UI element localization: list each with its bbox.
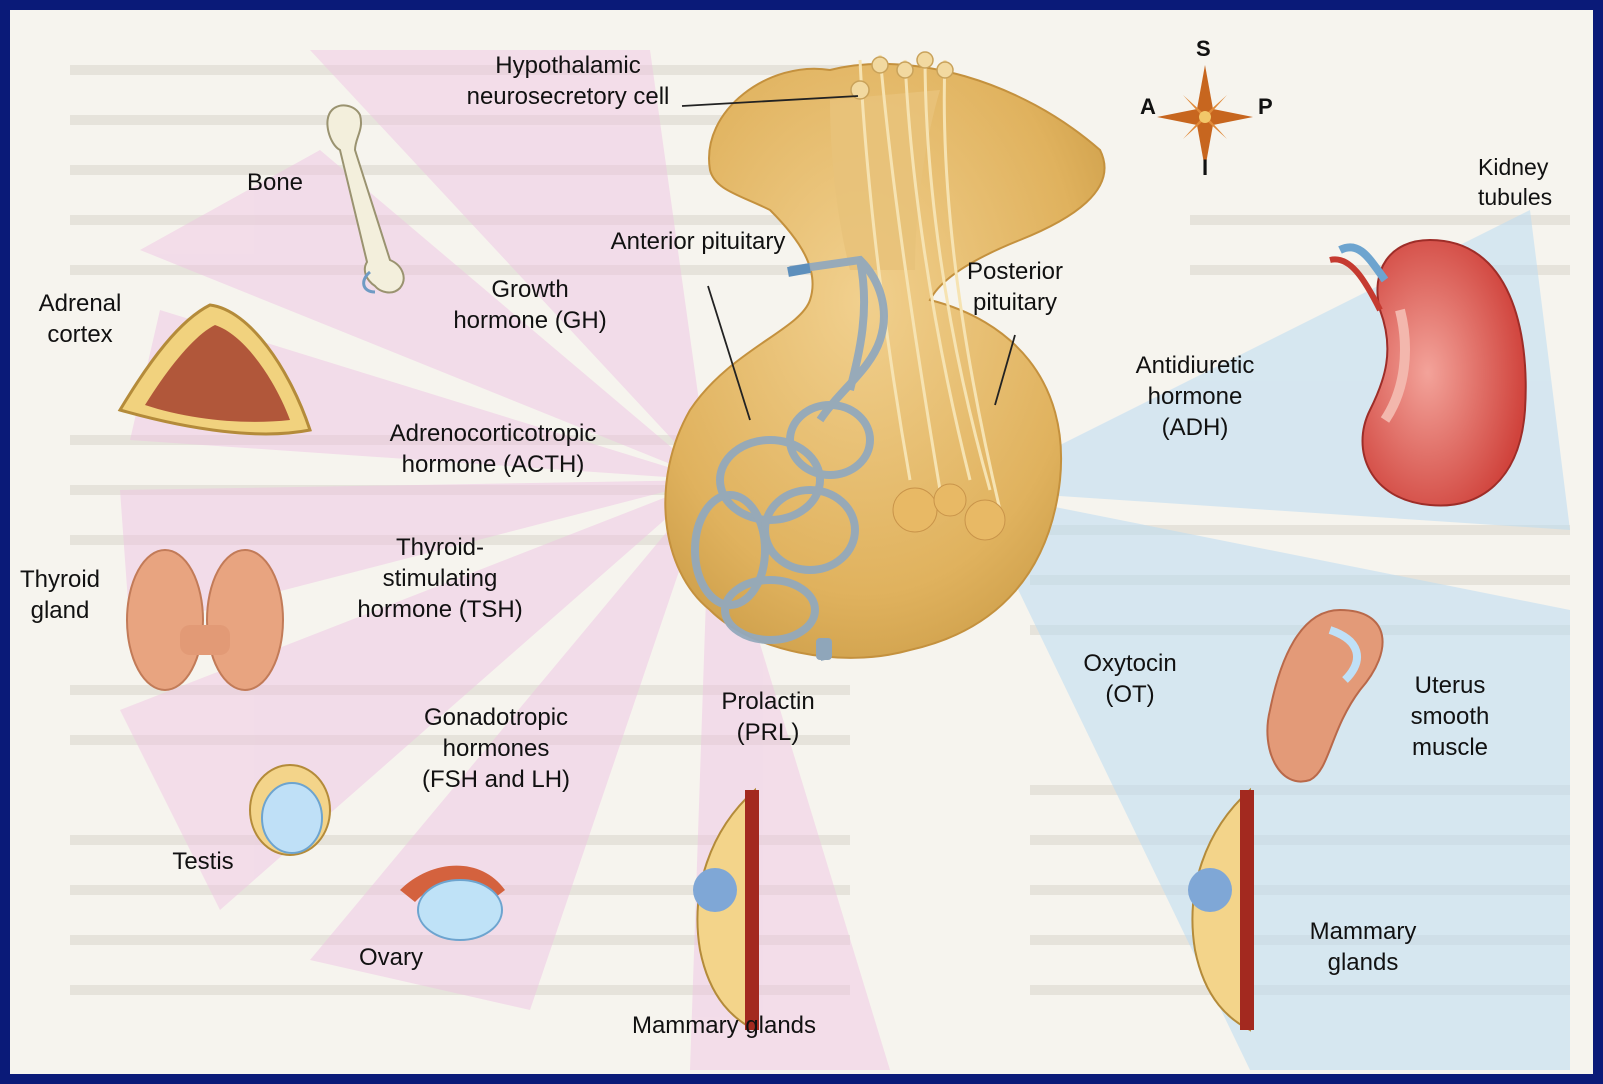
label-line: hormones bbox=[396, 733, 596, 764]
adrenal-cortex-illustration bbox=[120, 305, 310, 434]
tsh-label: Thyroid- stimulating hormone (TSH) bbox=[330, 532, 550, 625]
adrenal-cortex-label: Adrenal cortex bbox=[30, 288, 130, 350]
oxytocin-label: Oxytocin (OT) bbox=[1060, 648, 1200, 710]
thyroid-gland-label: Thyroid gland bbox=[10, 564, 110, 626]
label-line: hormone (ACTH) bbox=[358, 449, 628, 480]
label-line: Hypothalamic bbox=[448, 50, 688, 81]
compass-icon bbox=[1157, 65, 1253, 169]
label-line: Kidney bbox=[1478, 152, 1552, 182]
label-line: Antidiuretic bbox=[1120, 350, 1270, 381]
hypothalamic-neurosecretory-cell-label: Hypothalamic neurosecretory cell bbox=[448, 50, 688, 112]
prolactin-label: Prolactin (PRL) bbox=[698, 686, 838, 748]
label-line: cortex bbox=[30, 319, 130, 350]
label-line: glands bbox=[1298, 947, 1428, 978]
gonadotropic-hormones-label: Gonadotropic hormones (FSH and LH) bbox=[396, 702, 596, 795]
label-line: muscle bbox=[1390, 732, 1510, 763]
label-line: Oxytocin bbox=[1060, 648, 1200, 679]
growth-hormone-label: Growth hormone (GH) bbox=[430, 274, 630, 336]
label-line: Posterior bbox=[950, 256, 1080, 287]
testis-illustration bbox=[250, 765, 330, 855]
ovary-label: Ovary bbox=[346, 942, 436, 973]
label-line: hormone (TSH) bbox=[330, 594, 550, 625]
label-line: (FSH and LH) bbox=[396, 764, 596, 795]
posterior-pituitary-label: Posterior pituitary bbox=[950, 256, 1080, 318]
label-line: Thyroid bbox=[10, 564, 110, 595]
uterus-smooth-muscle-label: Uterus smooth muscle bbox=[1390, 670, 1510, 763]
antidiuretic-hormone-label: Antidiuretic hormone (ADH) bbox=[1120, 350, 1270, 443]
label-line: Adrenal bbox=[30, 288, 130, 319]
label-line: (ADH) bbox=[1120, 412, 1270, 443]
mammary-glands-left-label: Mammary glands bbox=[608, 1010, 840, 1041]
label-line: stimulating bbox=[330, 563, 550, 594]
label-line: (PRL) bbox=[698, 717, 838, 748]
compass-inferior-label: I bbox=[1202, 155, 1208, 181]
testis-label: Testis bbox=[158, 846, 248, 877]
label-line: smooth bbox=[1390, 701, 1510, 732]
mammary-glands-right-label: Mammary glands bbox=[1298, 916, 1428, 978]
portal-vein-outlet bbox=[816, 638, 832, 660]
kidney-tubules-label: Kidney tubules bbox=[1478, 152, 1552, 212]
bone-label: Bone bbox=[230, 167, 320, 198]
label-line: tubules bbox=[1478, 182, 1552, 212]
label-line: Adrenocorticotropic bbox=[358, 418, 628, 449]
compass-anterior-label: A bbox=[1140, 94, 1156, 120]
label-line: Uterus bbox=[1390, 670, 1510, 701]
compass-posterior-label: P bbox=[1258, 94, 1273, 120]
label-line: Prolactin bbox=[698, 686, 838, 717]
acth-label: Adrenocorticotropic hormone (ACTH) bbox=[358, 418, 628, 480]
label-line: Growth bbox=[430, 274, 630, 305]
anterior-pituitary-label: Anterior pituitary bbox=[588, 226, 808, 257]
label-line: Thyroid- bbox=[330, 532, 550, 563]
label-line: Mammary bbox=[1298, 916, 1428, 947]
label-line: hormone (GH) bbox=[430, 305, 630, 336]
compass-superior-label: S bbox=[1196, 36, 1211, 62]
label-line: pituitary bbox=[950, 287, 1080, 318]
label-line: Gonadotropic bbox=[396, 702, 596, 733]
label-line: (OT) bbox=[1060, 679, 1200, 710]
label-line: gland bbox=[10, 595, 110, 626]
diagram-canvas: S A P I Hypothalamic neurosecretory cell… bbox=[10, 10, 1593, 1074]
label-line: hormone bbox=[1120, 381, 1270, 412]
label-line: neurosecretory cell bbox=[448, 81, 688, 112]
